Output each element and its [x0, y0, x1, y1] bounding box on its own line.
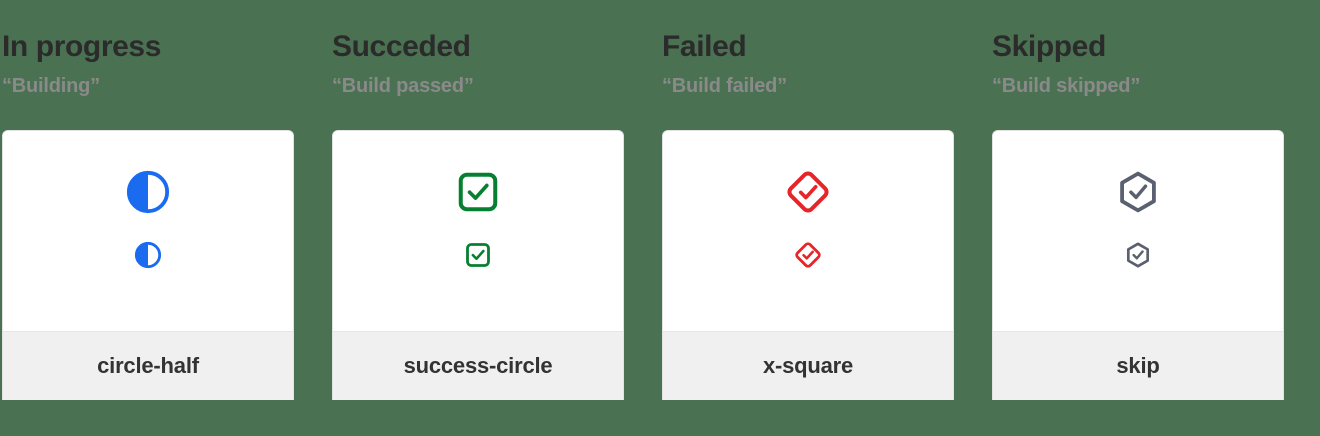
success-circle-icon-small: [464, 241, 492, 269]
column-header-in-progress: In progress “Building”: [0, 0, 330, 130]
icon-preview-area: [333, 131, 623, 331]
icon-preview-area: [3, 131, 293, 331]
column-in-progress: In progress “Building” circle-ha: [0, 0, 330, 436]
success-circle-icon: [455, 169, 501, 215]
icon-name-label: success-circle: [333, 331, 623, 400]
column-failed: Failed “Build failed”: [660, 0, 990, 436]
column-subtitle: “Build passed”: [332, 75, 474, 97]
icon-card-circle-half[interactable]: circle-half: [2, 130, 294, 400]
icon-preview-area: [993, 131, 1283, 331]
skip-icon: [1115, 169, 1161, 215]
icon-card-x-square[interactable]: x-square: [662, 130, 954, 400]
circle-half-icon: [125, 169, 171, 215]
column-header-skipped: Skipped “Build skipped”: [990, 0, 1320, 130]
icon-name-label: skip: [993, 331, 1283, 400]
column-title: Skipped: [992, 30, 1106, 63]
column-subtitle: “Build skipped”: [992, 75, 1141, 97]
skip-icon-small: [1124, 241, 1152, 269]
column-subtitle: “Build failed”: [662, 75, 787, 97]
column-subtitle: “Building”: [2, 75, 100, 97]
x-square-icon: [785, 169, 831, 215]
column-header-succeded: Succeded “Build passed”: [330, 0, 660, 130]
column-skipped: Skipped “Build skipped” skip: [990, 0, 1320, 436]
column-title: Succeded: [332, 30, 471, 63]
column-succeded: Succeded “Build passed” success-: [330, 0, 660, 436]
icon-card-skip[interactable]: skip: [992, 130, 1284, 400]
icon-preview-area: [663, 131, 953, 331]
icon-card-success-circle[interactable]: success-circle: [332, 130, 624, 400]
column-header-failed: Failed “Build failed”: [660, 0, 990, 130]
column-title: Failed: [662, 30, 747, 63]
circle-half-icon-small: [134, 241, 162, 269]
x-square-icon-small: [794, 241, 822, 269]
icon-name-label: x-square: [663, 331, 953, 400]
column-title: In progress: [2, 30, 161, 63]
icon-name-label: circle-half: [3, 331, 293, 400]
